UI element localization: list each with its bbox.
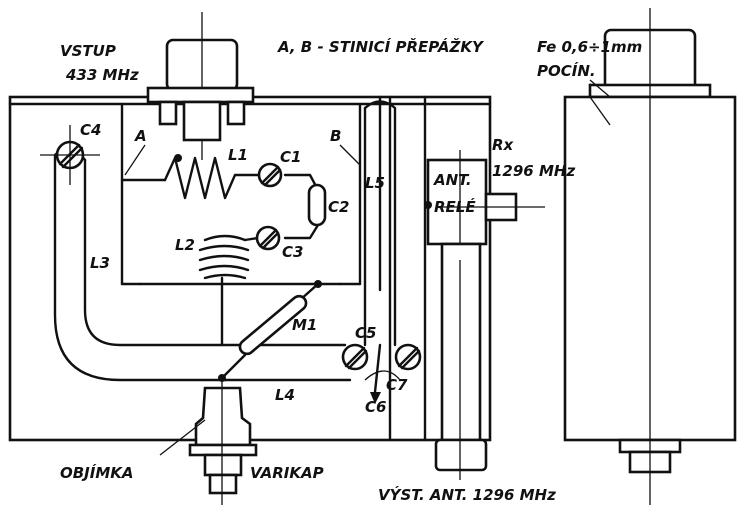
- label-pocin: POCÍN.: [537, 61, 596, 80]
- output-connector: [434, 242, 488, 480]
- c1-trimmer: [257, 162, 283, 188]
- c3-trimmer: [255, 225, 281, 251]
- c6-arrow: [364, 343, 401, 404]
- c5-trimmer: [341, 343, 369, 371]
- label-b: B: [330, 127, 341, 145]
- label-l4: L4: [275, 386, 295, 404]
- label-c5: C5: [355, 324, 376, 342]
- label-objimka: OBJÍMKA: [60, 463, 134, 482]
- label-vstup-freq: 433 MHz: [65, 66, 139, 84]
- label-c2: C2: [328, 198, 349, 216]
- label-l3: L3: [90, 254, 110, 272]
- label-c6: C6: [365, 398, 386, 416]
- shield-a: [120, 102, 142, 286]
- c4-trimmer: [40, 125, 100, 185]
- label-c7: C7: [386, 376, 408, 394]
- labels: VSTUP 433 MHz A, B - STINICÍ PŘEPÁŽKY Fe…: [60, 37, 642, 504]
- label-l1: L1: [228, 146, 248, 164]
- label-rele: RELÉ: [434, 197, 476, 216]
- label-ant: ANT.: [433, 171, 472, 189]
- c7-trimmer: [394, 343, 422, 371]
- label-vyst: VÝST. ANT. 1296 MHz: [378, 485, 556, 504]
- l1-coil: [120, 154, 260, 200]
- l5-line: [363, 100, 397, 347]
- shield-can: [563, 8, 737, 505]
- input-connector: [146, 12, 255, 160]
- label-m1: M1: [292, 316, 317, 334]
- c2-capacitor: [283, 173, 327, 240]
- label-varikap: VARIKAP: [250, 464, 324, 482]
- antenna-relay: [424, 150, 545, 260]
- label-rx-freq: 1296 MHz: [492, 162, 575, 180]
- leader-lines: [124, 79, 611, 456]
- chassis-box: [8, 95, 492, 442]
- label-a: A: [134, 127, 147, 145]
- shield-b: [338, 102, 362, 286]
- varikap-socket: [188, 378, 258, 505]
- label-c3: C3: [282, 243, 303, 261]
- label-l5: L5: [365, 174, 385, 192]
- label-l2: L2: [175, 236, 195, 254]
- label-vstup: VSTUP: [60, 42, 116, 60]
- l2-coil: [198, 234, 260, 347]
- label-rx: Rx: [492, 136, 515, 154]
- label-shield-note: A, B - STINICÍ PŘEPÁŽKY: [277, 37, 485, 56]
- label-c4: C4: [80, 121, 101, 139]
- label-c1: C1: [280, 148, 301, 166]
- label-fe: Fe 0,6÷1mm: [537, 38, 642, 56]
